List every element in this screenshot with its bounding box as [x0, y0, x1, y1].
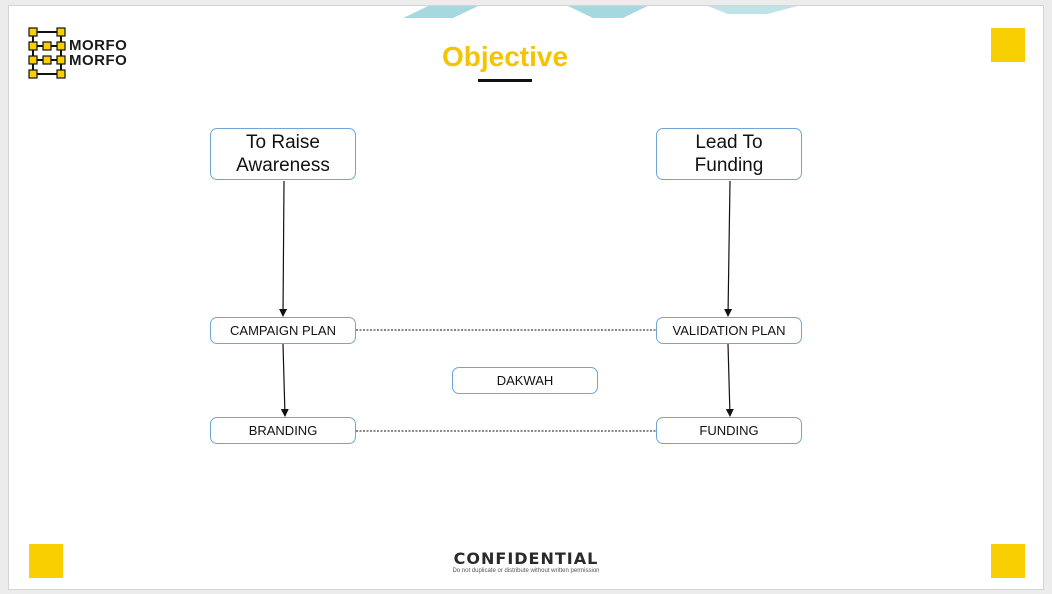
node-label: BRANDING: [248, 423, 318, 438]
morfo-logo: MORFO MORFO: [27, 26, 147, 82]
node-label: Lead To Funding: [694, 132, 764, 176]
node-branding: BRANDING: [210, 417, 356, 444]
decorative-top-band: [403, 6, 798, 18]
node-label: DAKWAH: [496, 373, 554, 388]
edge-raise-awareness-to-campaign-plan: [279, 180, 288, 317]
logo-text: MORFO MORFO: [69, 38, 127, 68]
node-label: VALIDATION PLAN: [672, 323, 786, 338]
corner-square-bottom-left: [29, 544, 63, 578]
edge-lead-to-funding-to-validation-plan: [724, 180, 733, 317]
node-validation-plan: VALIDATION PLAN: [656, 317, 802, 344]
corner-square-top-right: [991, 28, 1025, 62]
node-label: To Raise Awareness: [236, 132, 330, 176]
diagram-edges: [279, 180, 734, 432]
node-raise-awareness: To Raise Awareness: [210, 128, 356, 180]
logo-text-line1: MORFO: [69, 37, 128, 54]
node-label: FUNDING: [699, 423, 759, 438]
slide: MORFO MORFO Objective To Raise Awareness…: [8, 5, 1044, 590]
footer-notice: Do not duplicate or distribute without w…: [452, 568, 600, 574]
node-label: CAMPAIGN PLAN: [230, 323, 336, 338]
node-campaign-plan: CAMPAIGN PLAN: [210, 317, 356, 344]
node-funding: FUNDING: [656, 417, 802, 444]
logo-text-line2: MORFO: [69, 52, 128, 69]
node-dakwah: DAKWAH: [452, 367, 598, 394]
slide-title: Objective: [441, 41, 569, 72]
logo-grid-icon: [28, 27, 66, 79]
edge-campaign-plan-to-branding: [280, 343, 289, 417]
node-lead-to-funding: Lead To Funding: [656, 128, 802, 180]
title-underline: [478, 79, 532, 82]
edge-validation-plan-to-funding: [725, 343, 734, 417]
corner-square-bottom-right: [991, 544, 1025, 578]
footer-confidential: CONFIDENTIAL: [453, 549, 599, 568]
